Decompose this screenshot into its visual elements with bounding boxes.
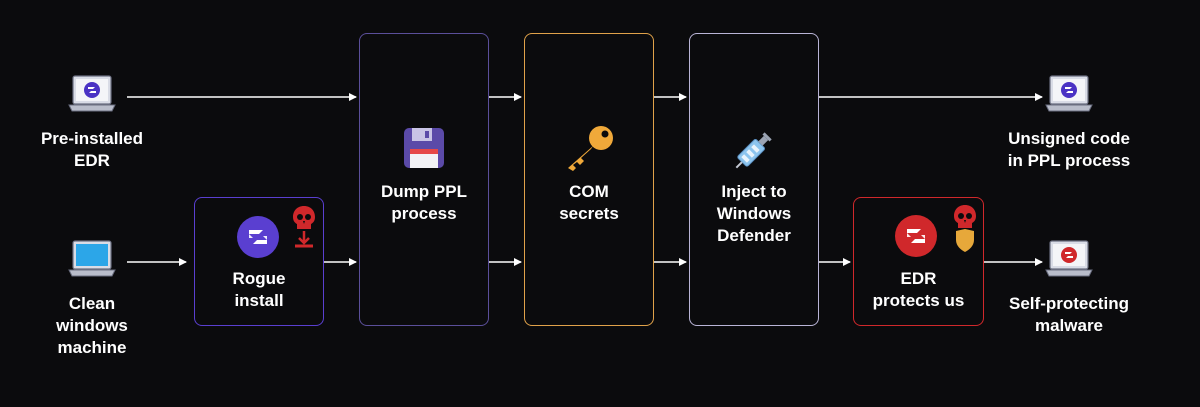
laptop-clean-icon xyxy=(68,240,116,277)
unsigned-code-label: Unsigned code in PPL process xyxy=(1007,129,1131,170)
download-icon xyxy=(295,231,313,248)
edr-logo-icon xyxy=(237,216,279,258)
clean-machine-label: Clean windows machine xyxy=(56,294,128,357)
red-edr-logo-icon xyxy=(895,215,937,257)
inject-defender-label: Inject to Windows Defender xyxy=(716,182,792,245)
rogue-install-box xyxy=(194,197,324,326)
com-secrets-box xyxy=(524,33,654,326)
dump-ppl-label: Dump PPL process xyxy=(381,182,467,223)
floppy-disk-icon xyxy=(404,128,444,168)
self-protecting-label: Self-protecting malware xyxy=(1009,294,1129,335)
shield-icon xyxy=(956,229,974,252)
skull-icon xyxy=(293,206,315,229)
laptop-with-red-edr-logo-icon xyxy=(1045,240,1093,277)
key-icon xyxy=(568,126,613,171)
preinstalled-edr-label: Pre-installed EDR xyxy=(40,129,144,170)
edr-protects-label: EDR protects us xyxy=(872,269,965,310)
laptop-with-edr-logo-icon xyxy=(68,75,116,112)
syringe-icon xyxy=(735,132,772,169)
skull-icon xyxy=(954,205,976,228)
inject-defender-box xyxy=(689,33,819,326)
dump-ppl-box xyxy=(359,33,489,326)
rogue-install-label: Rogue install xyxy=(232,269,286,310)
laptop-with-edr-logo-icon xyxy=(1045,75,1093,112)
edr-protects-box xyxy=(853,197,984,326)
com-secrets-label: COM secrets xyxy=(559,182,619,223)
